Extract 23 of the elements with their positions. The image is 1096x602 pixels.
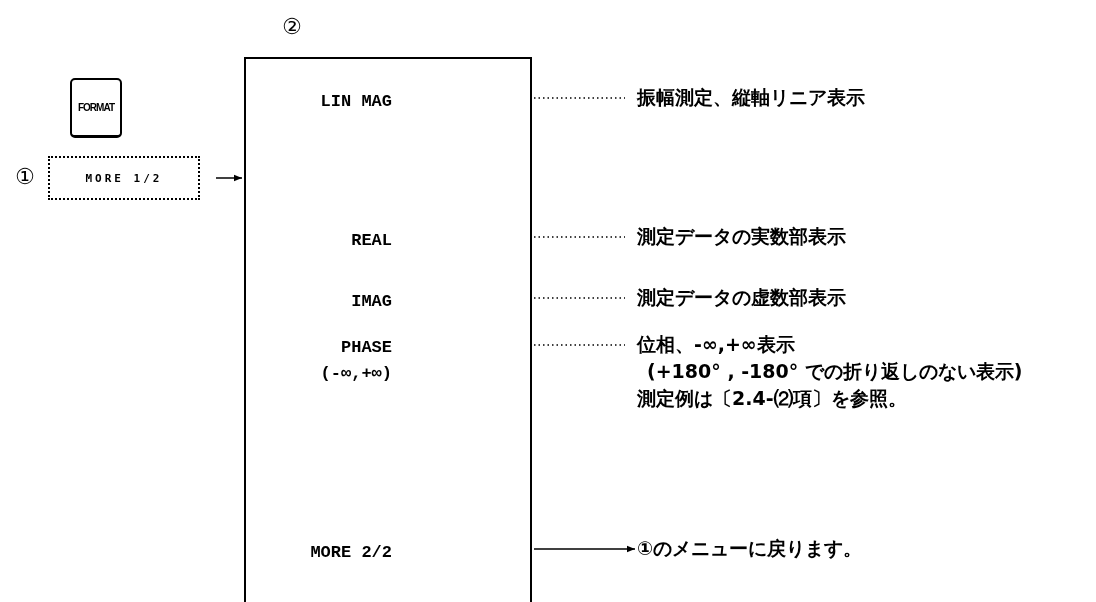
description-text: 測定例は〔2.4-⑵項〕を参照。 [637, 386, 908, 411]
leader-line [533, 97, 626, 99]
description-text: 位相、-∞,+∞表示 [637, 332, 796, 357]
description-text: 測定データの虚数部表示 [637, 285, 847, 310]
softkey-label: REAL [351, 230, 392, 252]
callout-number: ① [15, 164, 35, 189]
description-text: 測定データの実数部表示 [637, 224, 847, 249]
leader-line [533, 236, 626, 238]
softkey-label: MORE 1/2 [48, 156, 200, 200]
softkey-label: MORE 2/2 [310, 542, 392, 564]
softkey-label: PHASE (-∞,+∞) [320, 337, 392, 385]
description-text: 振幅測定、縦軸リニア表示 [637, 85, 866, 110]
menu-panel [244, 57, 532, 602]
arrow [533, 545, 636, 553]
arrow [215, 174, 243, 182]
leader-line [533, 297, 626, 299]
callout-number: ② [282, 14, 302, 39]
softkey-label: LIN MAG [320, 91, 392, 113]
description-text: (+180° , -180° での折り返しのない表示) [646, 359, 1024, 384]
leader-line [533, 344, 626, 346]
key-button: FORMAT [70, 78, 122, 138]
description-text: ①のメニューに戻ります。 [637, 536, 864, 561]
softkey-label: IMAG [351, 291, 392, 313]
